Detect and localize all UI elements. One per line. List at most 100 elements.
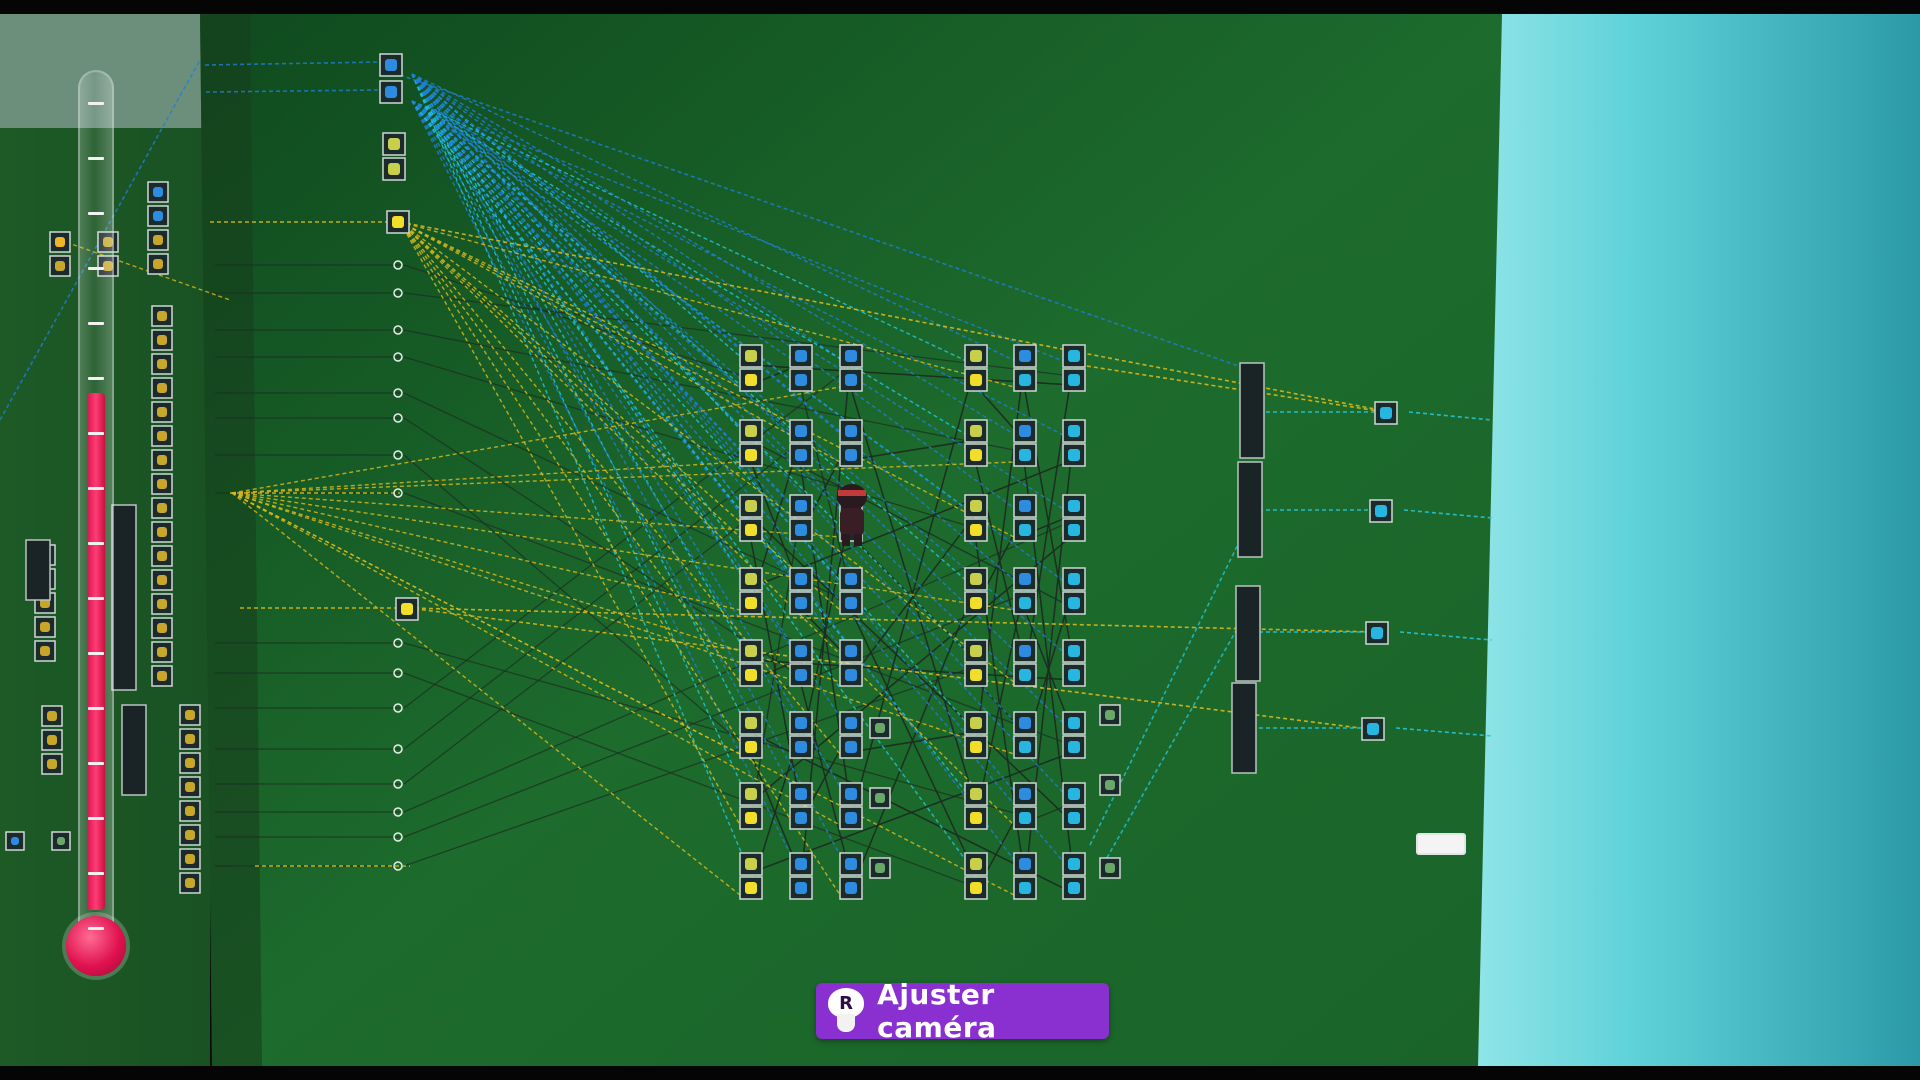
logic-gate[interactable] [739, 419, 763, 443]
logic-gate[interactable] [789, 518, 813, 542]
logic-chip[interactable] [151, 473, 173, 495]
logic-gate[interactable] [739, 852, 763, 876]
logic-gate[interactable] [739, 782, 763, 806]
logic-chip[interactable] [147, 205, 169, 227]
logic-chip[interactable] [179, 848, 201, 870]
output-chip[interactable] [1361, 717, 1385, 741]
wire-node[interactable] [393, 668, 403, 678]
wire-node[interactable] [393, 703, 403, 713]
logic-chip[interactable] [41, 753, 63, 775]
logic-gate[interactable] [1062, 567, 1086, 591]
logic-gate[interactable] [1013, 663, 1037, 687]
sticker-switch[interactable] [869, 787, 891, 809]
logic-gate[interactable] [964, 494, 988, 518]
logic-gate[interactable] [1013, 344, 1037, 368]
logic-gate[interactable] [1013, 639, 1037, 663]
logic-gate[interactable] [789, 663, 813, 687]
logic-gate[interactable] [739, 368, 763, 392]
logic-chip[interactable] [151, 449, 173, 471]
logic-gate[interactable] [964, 567, 988, 591]
logic-gate[interactable] [839, 344, 863, 368]
logic-gate[interactable] [1062, 852, 1086, 876]
logic-gate[interactable] [739, 567, 763, 591]
logic-gate[interactable] [789, 639, 813, 663]
logic-gate[interactable] [1062, 344, 1086, 368]
logic-gate[interactable] [964, 518, 988, 542]
logic-gate[interactable] [739, 711, 763, 735]
logic-gate[interactable] [1013, 852, 1037, 876]
logic-gate[interactable] [1013, 806, 1037, 830]
logic-gate[interactable] [964, 782, 988, 806]
logic-source[interactable] [395, 597, 419, 621]
logic-gate[interactable] [839, 735, 863, 759]
logic-gate[interactable] [964, 711, 988, 735]
sticker-switch[interactable] [869, 857, 891, 879]
logic-gate[interactable] [789, 368, 813, 392]
logic-chip[interactable] [151, 353, 173, 375]
logic-gate[interactable] [1062, 443, 1086, 467]
logic-bus[interactable] [1237, 461, 1263, 558]
logic-chip[interactable] [151, 593, 173, 615]
logic-chip[interactable] [49, 255, 71, 277]
logic-gate[interactable] [739, 443, 763, 467]
logic-gate[interactable] [1013, 443, 1037, 467]
sticker-switch[interactable] [869, 717, 891, 739]
logic-gate[interactable] [789, 591, 813, 615]
logic-chip[interactable] [147, 229, 169, 251]
logic-bus[interactable] [1239, 362, 1265, 459]
logic-gate[interactable] [1062, 782, 1086, 806]
logic-gate[interactable] [739, 591, 763, 615]
logic-gate[interactable] [789, 711, 813, 735]
logic-gate[interactable] [789, 782, 813, 806]
sticker-switch[interactable] [1099, 704, 1121, 726]
logic-gate[interactable] [964, 368, 988, 392]
wire-node[interactable] [393, 413, 403, 423]
logic-chip[interactable] [97, 255, 119, 277]
logic-gate[interactable] [839, 806, 863, 830]
logic-chip[interactable] [41, 729, 63, 751]
logic-gate[interactable] [1013, 711, 1037, 735]
logic-gate[interactable] [1013, 735, 1037, 759]
wire-node[interactable] [393, 638, 403, 648]
logic-gate[interactable] [1013, 782, 1037, 806]
wire-node[interactable] [393, 388, 403, 398]
wire-node[interactable] [393, 832, 403, 842]
logic-gate[interactable] [739, 876, 763, 900]
logic-gate[interactable] [1013, 567, 1037, 591]
logic-gate[interactable] [964, 876, 988, 900]
logic-gate[interactable] [839, 368, 863, 392]
logic-source[interactable] [379, 53, 403, 77]
logic-gate[interactable] [1013, 876, 1037, 900]
logic-gate[interactable] [839, 663, 863, 687]
logic-gate[interactable] [739, 639, 763, 663]
logic-gate[interactable] [839, 591, 863, 615]
logic-chip[interactable] [151, 425, 173, 447]
sticker-switch[interactable] [1099, 774, 1121, 796]
logic-gate[interactable] [789, 443, 813, 467]
logic-gate[interactable] [1062, 876, 1086, 900]
logic-bus[interactable] [121, 704, 147, 796]
wire-node[interactable] [393, 744, 403, 754]
logic-gate[interactable] [739, 494, 763, 518]
logic-gate[interactable] [964, 806, 988, 830]
logic-chip[interactable] [151, 521, 173, 543]
logic-gate[interactable] [789, 567, 813, 591]
logic-gate[interactable] [789, 419, 813, 443]
logic-gate[interactable] [964, 344, 988, 368]
output-chip[interactable] [1369, 499, 1393, 523]
logic-gate[interactable] [964, 663, 988, 687]
logic-chip[interactable] [179, 752, 201, 774]
logic-gate[interactable] [739, 663, 763, 687]
logic-chip[interactable] [34, 616, 56, 638]
wire-node[interactable] [393, 352, 403, 362]
selection-box[interactable] [1416, 833, 1466, 855]
logic-chip[interactable] [179, 704, 201, 726]
logic-chip[interactable] [151, 665, 173, 687]
logic-gate[interactable] [1013, 591, 1037, 615]
logic-gate[interactable] [739, 344, 763, 368]
wire-node[interactable] [393, 450, 403, 460]
logic-bus[interactable] [1231, 682, 1257, 774]
sticker-switch[interactable] [1099, 857, 1121, 879]
logic-gate[interactable] [789, 344, 813, 368]
logic-gate[interactable] [1062, 368, 1086, 392]
